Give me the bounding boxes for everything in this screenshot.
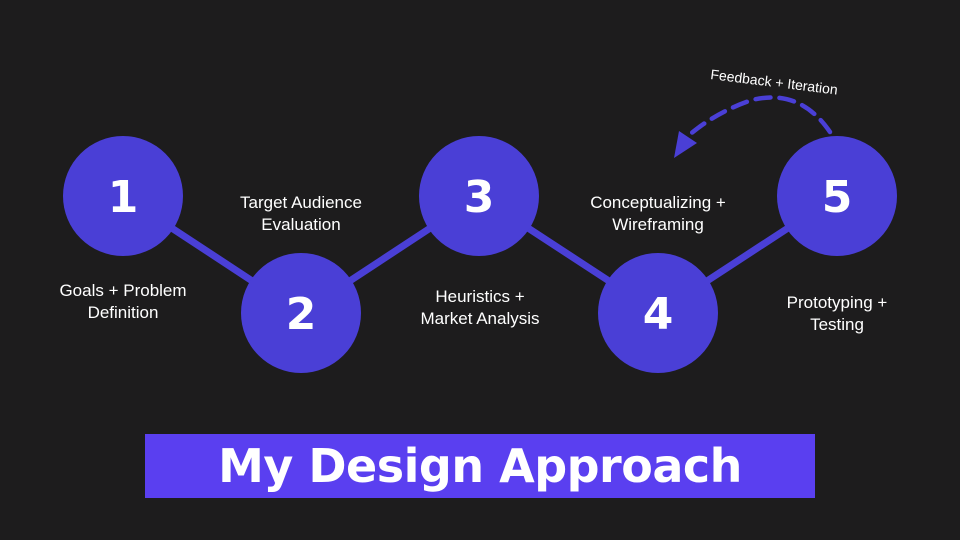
step-4-number: 4 bbox=[643, 289, 674, 340]
step-4-caption: Conceptualizing + Wireframing bbox=[590, 193, 726, 234]
step-2-caption: Target Audience Evaluation bbox=[240, 193, 362, 234]
step-5-circle bbox=[777, 136, 897, 256]
title-banner: My Design Approach bbox=[145, 434, 815, 498]
step-4-circle bbox=[598, 253, 718, 373]
step-5-number: 5 bbox=[822, 172, 853, 223]
step-1-number: 1 bbox=[108, 172, 139, 223]
dashed-curved-arrow-icon bbox=[674, 95, 833, 158]
step-2-number: 2 bbox=[286, 289, 317, 340]
step-circles bbox=[63, 136, 897, 373]
step-1-circle bbox=[63, 136, 183, 256]
step-3-number: 3 bbox=[464, 172, 495, 223]
page-title: My Design Approach bbox=[218, 439, 742, 493]
feedback-label: Feedback + Iteration bbox=[710, 66, 839, 97]
step-5-caption: Prototyping + Testing bbox=[786, 293, 888, 334]
step-3-circle bbox=[419, 136, 539, 256]
step-1-caption: Goals + Problem Definition bbox=[59, 281, 187, 322]
step-2-circle bbox=[241, 253, 361, 373]
step-3-caption: Heuristics + Market Analysis bbox=[420, 287, 540, 328]
